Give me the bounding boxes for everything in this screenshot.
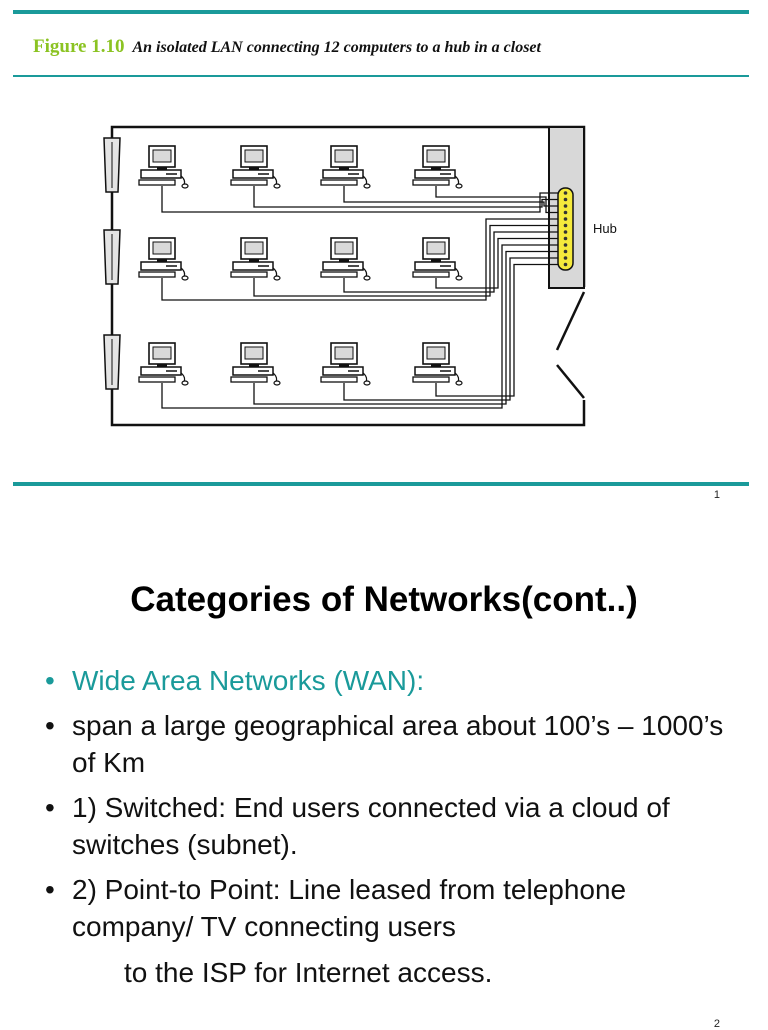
hub-port-icon bbox=[563, 236, 568, 241]
hub-port-icon bbox=[563, 204, 568, 208]
door-leaf-lower bbox=[556, 364, 585, 399]
hub-port-icon bbox=[563, 197, 568, 202]
network-cable bbox=[253, 250, 558, 405]
computer-icon bbox=[138, 237, 189, 281]
slide-figure: Figure 1.10 An isolated LAN connecting 12… bbox=[0, 0, 768, 512]
network-cable bbox=[435, 237, 558, 289]
hub-port-icon bbox=[563, 223, 568, 228]
network-cable bbox=[343, 231, 558, 293]
computer-icon bbox=[138, 145, 189, 189]
network-cable bbox=[253, 186, 558, 208]
computer-icon bbox=[320, 145, 371, 189]
slide-text: Categories of Networks(cont..) • Wide Are… bbox=[0, 512, 768, 1030]
bullet-text: span a large geographical area about 100… bbox=[72, 710, 724, 778]
bullet-text: Wide Area Networks (WAN): bbox=[72, 665, 425, 696]
hub-port-icon bbox=[563, 249, 568, 254]
network-cable bbox=[343, 257, 558, 401]
figure-caption-text: An isolated LAN connecting 12 computers … bbox=[132, 39, 541, 56]
caption-rule bbox=[13, 75, 749, 77]
bullet-item: • Wide Area Networks (WAN): bbox=[45, 662, 735, 699]
figure-caption: Figure 1.10 An isolated LAN connecting 12… bbox=[33, 36, 541, 58]
network-cable bbox=[343, 186, 558, 207]
computer-icon bbox=[320, 237, 371, 281]
computer-icon bbox=[138, 342, 189, 386]
top-rule bbox=[13, 10, 749, 14]
bullet-item: • 1) Switched: End users connected via a … bbox=[45, 789, 735, 863]
wall-jack-icon bbox=[103, 334, 121, 390]
bullet-text: 2) Point-to Point: Line leased from tele… bbox=[72, 874, 627, 942]
bullet-text: 1) Switched: End users connected via a c… bbox=[72, 792, 670, 860]
bullet-dot: • bbox=[45, 710, 55, 741]
network-cable bbox=[161, 218, 558, 301]
computer-icon bbox=[412, 145, 463, 189]
computer-icon bbox=[230, 342, 281, 386]
hub-port-icon bbox=[563, 217, 568, 221]
computer-icon bbox=[412, 237, 463, 281]
door-leaf-upper bbox=[555, 291, 586, 351]
hub-port-icon bbox=[563, 191, 568, 195]
hub-port-icon bbox=[563, 230, 568, 234]
lan-diagram: Hub bbox=[103, 125, 617, 427]
network-cable bbox=[435, 186, 558, 214]
computer-icon bbox=[230, 237, 281, 281]
bullet-item: • 2) Point-to Point: Line leased from tel… bbox=[45, 871, 735, 945]
figure-number: Figure 1.10 bbox=[33, 36, 125, 57]
computer-icon bbox=[320, 342, 371, 386]
hub-port-icon bbox=[563, 262, 568, 267]
network-cable bbox=[161, 244, 558, 409]
bullet-item: • span a large geographical area about 1… bbox=[45, 707, 735, 781]
network-cable bbox=[161, 186, 558, 213]
hub-port-icon bbox=[563, 210, 568, 215]
hub-port-icon bbox=[563, 243, 568, 247]
page-number: 2 bbox=[713, 1018, 720, 1030]
wall-jack-icon bbox=[103, 229, 121, 285]
hub-label: Hub bbox=[593, 221, 617, 236]
page-number: 1 bbox=[713, 489, 720, 501]
hub-device bbox=[557, 187, 574, 271]
bullet-continuation: to the ISP for Internet access. bbox=[124, 957, 493, 988]
computer-icon bbox=[412, 342, 463, 386]
hub-port-icon bbox=[563, 256, 568, 260]
network-cable bbox=[435, 263, 558, 397]
network-cable bbox=[253, 224, 558, 297]
bullet-dot: • bbox=[45, 665, 55, 696]
bullet-dot: • bbox=[45, 792, 55, 823]
bullet-list: • Wide Area Networks (WAN): • span a larg… bbox=[45, 662, 735, 953]
wall-jack-icon bbox=[103, 137, 121, 193]
bottom-rule bbox=[13, 482, 749, 486]
bullet-dot: • bbox=[45, 874, 55, 905]
slide-title: Categories of Networks(cont..) bbox=[130, 580, 638, 619]
computer-icon bbox=[230, 145, 281, 189]
